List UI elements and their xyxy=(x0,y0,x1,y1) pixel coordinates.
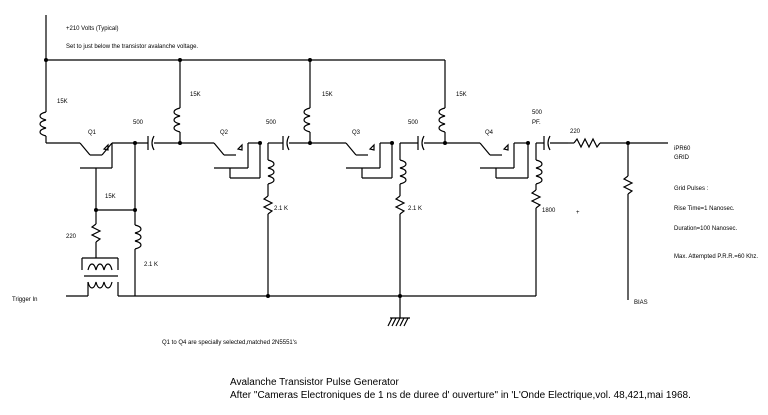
plus-marker: + xyxy=(576,210,580,216)
collector-resistor-q3-label: 15K xyxy=(322,92,333,98)
q2-emitter-resistor xyxy=(258,141,275,296)
output-resistor-label: 220 xyxy=(570,129,581,135)
transistor-q2-label: Q2 xyxy=(220,130,229,136)
load-label-2: GRID xyxy=(674,155,690,161)
coupling-cap-4 xyxy=(536,135,568,151)
coupling-cap-1-label: 500 xyxy=(133,120,144,126)
q4-emitter-resistor-label: 1800 xyxy=(542,208,556,214)
input-resistor-label: 220 xyxy=(66,234,77,240)
q3-emitter-resistor xyxy=(390,141,407,296)
ground-rail xyxy=(135,294,536,318)
transistor-q1-label: Q1 xyxy=(88,130,97,136)
caption-reference: After "Cameras Electroniques de 1 ns de … xyxy=(230,390,691,401)
collector-resistor-q4 xyxy=(438,60,446,143)
collector-resistor-q2 xyxy=(173,60,181,143)
transistor-q3 xyxy=(345,142,392,179)
collector-resistor-q3 xyxy=(303,60,311,143)
output-resistor xyxy=(568,137,668,149)
coupling-cap-3-label: 500 xyxy=(408,120,419,126)
input-resistor xyxy=(90,210,102,258)
coupling-cap-3 xyxy=(400,135,447,151)
collector-resistor-q4-label: 15K xyxy=(456,92,467,98)
supply-note: Set to just below the transistor avalanc… xyxy=(66,44,198,50)
grid-pulses-duration: Duration=100 Nanosec. xyxy=(674,226,738,232)
coupling-cap-2-label: 500 xyxy=(266,120,277,126)
transistor-q4-label: Q4 xyxy=(485,130,494,136)
coupling-cap-1 xyxy=(112,135,182,151)
q1-base-resistor xyxy=(94,208,137,212)
grid-pulses-heading: Grid Pulses : xyxy=(674,186,709,192)
grid-pulses-rise-time: Rise Time=1 Nanosec. xyxy=(674,206,735,212)
transistor-q3-label: Q3 xyxy=(352,130,361,136)
q1-base-resistor-label: 15K xyxy=(105,194,116,200)
caption-title: Avalanche Transistor Pulse Generator xyxy=(230,377,399,388)
load-label-1: iPR60 xyxy=(674,146,691,152)
pulse-transformer xyxy=(81,257,119,296)
coupling-cap-4-label: 500 xyxy=(532,110,543,116)
collector-resistor-q1-label: 15K xyxy=(57,99,68,105)
bias-label: BIAS xyxy=(634,300,648,306)
ground-icon xyxy=(387,317,410,327)
supply-rail xyxy=(44,15,445,62)
coupling-cap-2 xyxy=(268,135,312,151)
supply-voltage-label: +210 Volts (Typical) xyxy=(66,26,119,32)
trigger-input-label: Trigger In xyxy=(12,297,37,303)
grid-pulses-max-prr: Max. Attempted P.R.R.=60 Khz. xyxy=(674,254,758,260)
transistor-q2 xyxy=(213,142,260,179)
q2-emitter-resistor-label: 2.1 K xyxy=(274,206,288,212)
q1-emitter-resistor-label: 2.1 K xyxy=(144,262,158,268)
transistor-q1 xyxy=(79,142,113,210)
q1-emitter-resistor xyxy=(134,224,142,296)
coupling-cap-4-unit: PF. xyxy=(532,120,541,126)
q4-emitter-resistor xyxy=(526,141,543,296)
collector-resistor-q1 xyxy=(39,60,47,143)
bias-resistor xyxy=(622,143,634,300)
selection-note: Q1 to Q4 are specially selected,matched … xyxy=(162,340,297,346)
transistor-q4 xyxy=(479,142,528,179)
q3-emitter-resistor-label: 2.1 K xyxy=(408,206,422,212)
collector-resistor-q2-label: 15K xyxy=(190,92,201,98)
